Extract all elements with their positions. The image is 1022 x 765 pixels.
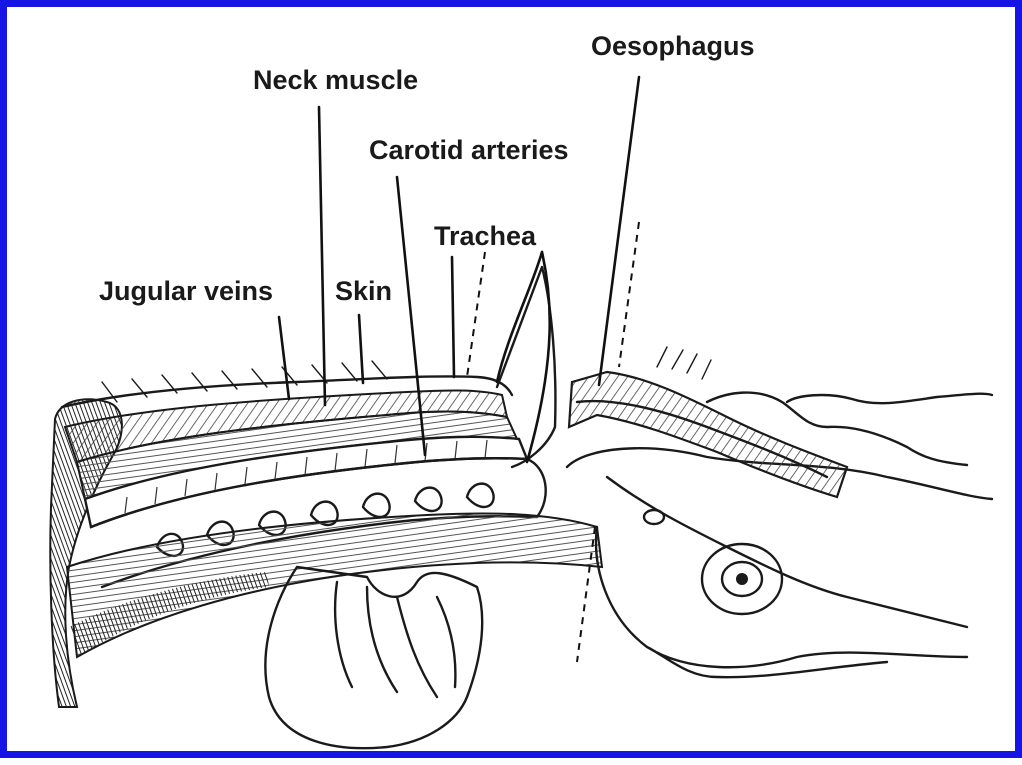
head-lower — [596, 527, 967, 677]
label-oesophagus: Oesophagus — [591, 31, 755, 61]
chin-jaw — [607, 477, 967, 627]
jaw-hole — [644, 510, 664, 524]
nose-hair — [657, 347, 711, 379]
trachea-dash — [467, 252, 485, 377]
leader-trachea — [452, 257, 454, 377]
leader-jugular — [279, 317, 289, 399]
neck-anatomy-diagram: Oesophagus Neck muscle Carotid arteries … — [7, 7, 1022, 765]
label-trachea: Trachea — [434, 221, 537, 251]
oesophagus-tube — [569, 372, 847, 497]
label-neck-muscle: Neck muscle — [253, 65, 418, 95]
lower-neck-shading — [67, 513, 602, 657]
oesophagus-dash — [619, 222, 639, 367]
leader-skin — [359, 315, 363, 383]
leader-oesophagus — [599, 77, 639, 385]
hand-fingers — [335, 582, 455, 697]
label-skin: Skin — [335, 276, 392, 306]
label-jugular-veins: Jugular veins — [99, 276, 273, 306]
label-carotid-arteries: Carotid arteries — [369, 135, 569, 165]
leader-neck-muscle — [319, 107, 325, 405]
hand — [265, 567, 482, 748]
